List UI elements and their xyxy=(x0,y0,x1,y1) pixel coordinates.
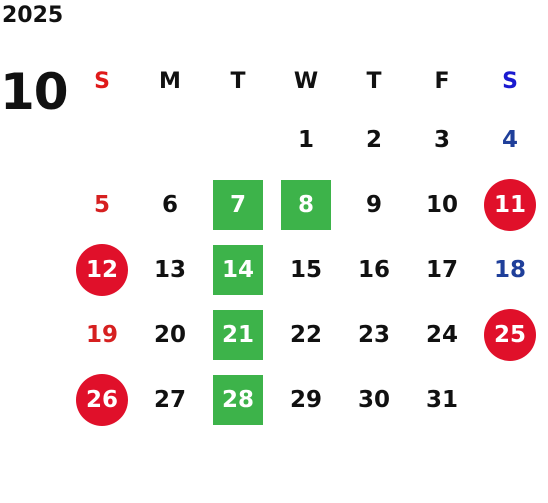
calendar-day-number: 19 xyxy=(85,321,118,348)
weekday-tuesday: T xyxy=(230,68,246,94)
calendar-day[interactable]: 25 xyxy=(476,302,544,367)
weekday-thursday: T xyxy=(366,68,382,94)
calendar-day-number: 18 xyxy=(493,256,526,283)
calendar-day[interactable]: 14 xyxy=(204,237,272,302)
calendar-day-number: 20 xyxy=(153,321,186,348)
calendar-day-number: 15 xyxy=(289,256,322,283)
calendar-day-number: 29 xyxy=(289,386,322,413)
calendar-day-number: 8 xyxy=(281,179,331,230)
calendar-day-number: 13 xyxy=(153,256,186,283)
calendar-day[interactable]: 24 xyxy=(408,302,476,367)
calendar-day-number: 28 xyxy=(213,374,263,425)
calendar-week: 12 13 14 15 16 17 18 xyxy=(68,237,544,302)
calendar-day-number: 22 xyxy=(289,321,322,348)
calendar-day-number: 6 xyxy=(161,191,178,218)
calendar-day-number: 26 xyxy=(76,373,128,426)
calendar-day[interactable]: 1 xyxy=(272,107,340,172)
calendar-day-number: 12 xyxy=(76,243,128,296)
calendar-day[interactable]: 12 xyxy=(68,237,136,302)
calendar-day[interactable]: 6 xyxy=(136,172,204,237)
calendar-day[interactable]: 13 xyxy=(136,237,204,302)
calendar-day-empty xyxy=(68,107,136,172)
calendar-week: 1 2 3 4 xyxy=(68,107,544,172)
calendar-day[interactable]: 20 xyxy=(136,302,204,367)
calendar-day[interactable]: 19 xyxy=(68,302,136,367)
calendar-day-number: 1 xyxy=(297,126,314,153)
calendar-day-number: 23 xyxy=(357,321,390,348)
calendar-day[interactable]: 3 xyxy=(408,107,476,172)
calendar-day[interactable]: 2 xyxy=(340,107,408,172)
calendar-day[interactable]: 28 xyxy=(204,367,272,432)
calendar-day[interactable]: 30 xyxy=(340,367,408,432)
calendar-day-number: 4 xyxy=(501,126,518,153)
calendar-day-number: 17 xyxy=(425,256,458,283)
calendar-day[interactable]: 9 xyxy=(340,172,408,237)
calendar-day-number: 10 xyxy=(425,191,458,218)
calendar-day[interactable]: 8 xyxy=(272,172,340,237)
weekday-header: S M T W T F S xyxy=(68,55,544,107)
calendar-month: 10 xyxy=(0,63,69,121)
calendar-day-number: 31 xyxy=(425,386,458,413)
calendar-day-number: 14 xyxy=(213,244,263,295)
calendar-day[interactable]: 31 xyxy=(408,367,476,432)
calendar-day[interactable]: 21 xyxy=(204,302,272,367)
weekday-wednesday: W xyxy=(293,68,319,94)
calendar-day[interactable]: 27 xyxy=(136,367,204,432)
calendar-day[interactable]: 29 xyxy=(272,367,340,432)
calendar-day-number: 2 xyxy=(365,126,382,153)
calendar-day-number: 25 xyxy=(484,308,536,361)
calendar-day-number: 27 xyxy=(153,386,186,413)
calendar-day[interactable]: 26 xyxy=(68,367,136,432)
calendar-day[interactable]: 15 xyxy=(272,237,340,302)
calendar-day-number: 5 xyxy=(93,191,110,218)
calendar-day[interactable]: 11 xyxy=(476,172,544,237)
calendar-day[interactable]: 23 xyxy=(340,302,408,367)
calendar-week: 19 20 21 22 23 24 25 xyxy=(68,302,544,367)
calendar-day-number: 30 xyxy=(357,386,390,413)
calendar-day-number: 11 xyxy=(484,178,536,231)
calendar-day-number: 3 xyxy=(433,126,450,153)
weekday-monday: M xyxy=(159,68,181,94)
calendar-day[interactable]: 4 xyxy=(476,107,544,172)
calendar-day-empty xyxy=(204,107,272,172)
calendar-day[interactable]: 22 xyxy=(272,302,340,367)
calendar-day-empty xyxy=(136,107,204,172)
calendar-day-number: 24 xyxy=(425,321,458,348)
calendar-day[interactable]: 7 xyxy=(204,172,272,237)
calendar-day-number: 7 xyxy=(213,179,263,230)
calendar-day[interactable]: 10 xyxy=(408,172,476,237)
calendar-year: 2025 xyxy=(2,3,64,28)
weekday-sunday: S xyxy=(94,68,110,94)
calendar-day[interactable]: 17 xyxy=(408,237,476,302)
weekday-saturday: S xyxy=(502,68,518,94)
calendar-day[interactable]: 18 xyxy=(476,237,544,302)
calendar-day-number: 9 xyxy=(365,191,382,218)
calendar-day[interactable]: 16 xyxy=(340,237,408,302)
calendar-day-number: 21 xyxy=(213,309,263,360)
weekday-friday: F xyxy=(434,68,450,94)
calendar-week: 26 27 28 29 30 31 xyxy=(68,367,544,432)
calendar-day-empty xyxy=(476,367,544,432)
calendar-day-number: 16 xyxy=(357,256,390,283)
calendar-day[interactable]: 5 xyxy=(68,172,136,237)
